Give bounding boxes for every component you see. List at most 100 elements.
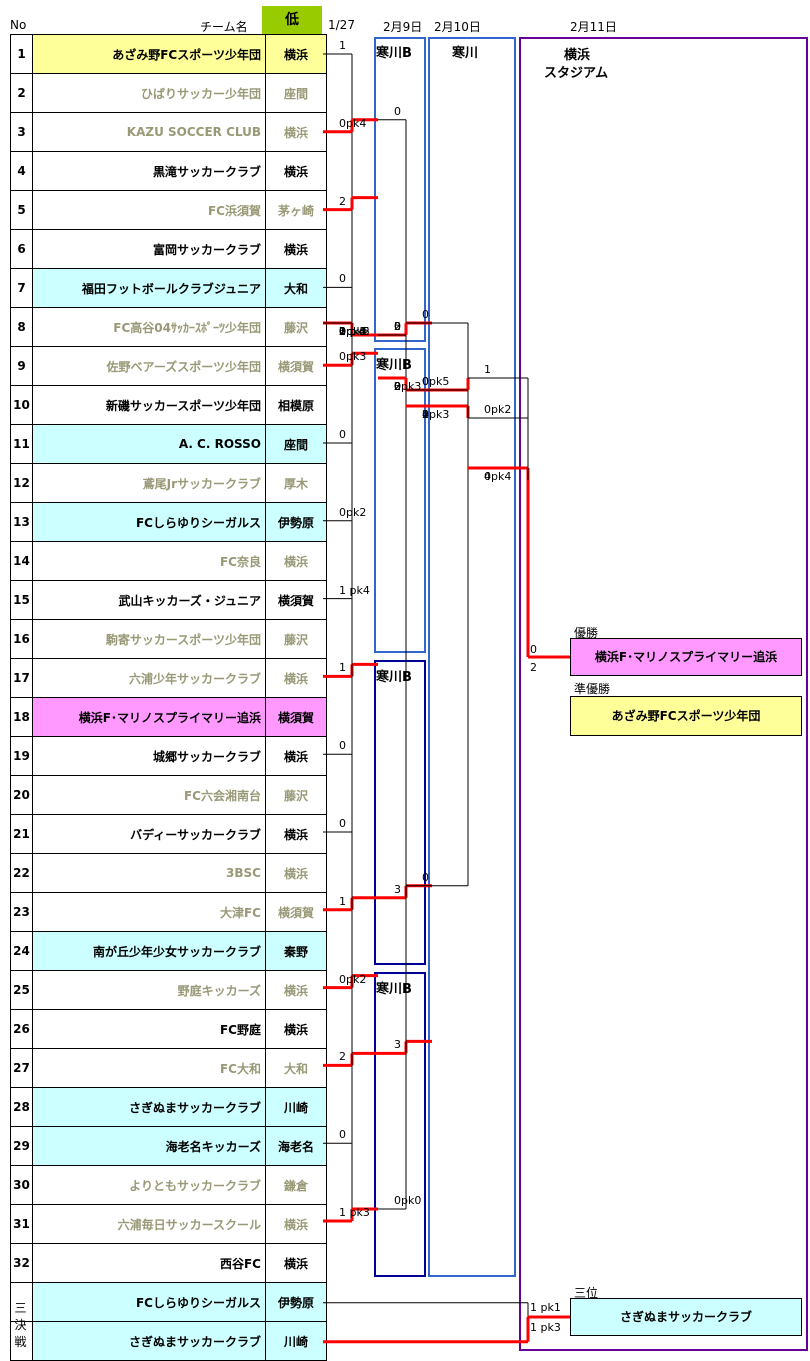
third-place-side-label: 三 決 戦 — [10, 1300, 31, 1351]
team-region: 横浜 — [265, 1243, 327, 1283]
score-label: 0 — [339, 739, 346, 753]
team-no: 27 — [10, 1048, 33, 1088]
team-name: 城郷サッカークラブ — [32, 736, 266, 776]
header-date-210: 2月10日 — [434, 20, 481, 34]
final-score: 0 — [530, 643, 537, 656]
score-label: 0 — [339, 325, 346, 338]
venue-label-sf: 寒川 — [452, 46, 479, 61]
team-no: 14 — [10, 541, 33, 581]
score-label: 2 — [394, 380, 401, 393]
venue-label-b3: 寒川B — [376, 670, 412, 685]
team-region: 川崎 — [265, 1321, 327, 1361]
score-label: 0 — [394, 320, 401, 333]
score-label: 3 — [339, 325, 346, 338]
score-label: 3 — [339, 325, 346, 338]
score-label: 0 — [422, 308, 429, 321]
score-label: 0pk4 — [484, 470, 512, 483]
team-region: 藤沢 — [265, 775, 327, 815]
table-row: さぎぬまサッカークラブ川崎 — [10, 1321, 327, 1361]
team-name: ひばりサッカー少年団 — [32, 73, 266, 113]
team-name: 佐野ベアーズスポーツ少年団 — [32, 346, 266, 386]
score-label: 0 — [394, 380, 401, 393]
venue-box-b1 — [374, 37, 426, 342]
score-label: 1 — [339, 661, 346, 675]
team-region: 横浜 — [265, 1204, 327, 1244]
score-label: 4 — [422, 408, 429, 421]
score-label: 0 — [339, 325, 346, 338]
team-region: 横浜 — [265, 736, 327, 776]
team-region: 横浜 — [265, 814, 327, 854]
venue-box-b4 — [374, 972, 426, 1277]
team-name: 黒滝サッカークラブ — [32, 151, 266, 191]
team-name: FCしらゆりシーガルス — [32, 1282, 266, 1322]
header-no: No — [10, 18, 27, 32]
venue-label-final-2: スタジアム — [544, 66, 609, 81]
header-date-127: 1/27 — [328, 18, 355, 32]
score-label: 0pk4 — [339, 325, 367, 338]
score-label: 0pk3 — [394, 380, 422, 393]
team-name: 駒寄サッカースポーツ少年団 — [32, 619, 266, 659]
score-label: 1 — [484, 363, 491, 376]
team-region: 大和 — [265, 1048, 327, 1088]
score-label: 5 — [394, 320, 401, 333]
score-label: 0 — [339, 428, 346, 441]
score-label: 0 — [422, 870, 429, 884]
score-label: 1 pk3 — [339, 1206, 370, 1219]
side-char: 三 — [14, 1301, 27, 1315]
score-label: 1 — [339, 325, 346, 338]
team-name: 3BSC — [32, 853, 266, 893]
score-label: 1 pk4 — [339, 583, 370, 597]
team-region: 横浜 — [265, 853, 327, 893]
score-label: 0pk3 — [422, 408, 450, 421]
team-name: さぎぬまサッカークラブ — [32, 1321, 266, 1361]
team-region: 横須賀 — [265, 697, 327, 737]
score-label: 1 — [339, 894, 346, 908]
team-name: 富岡サッカークラブ — [32, 229, 266, 269]
score-label: 0 — [339, 272, 346, 286]
team-name: 鳶尾Jrサッカークラブ — [32, 463, 266, 503]
team-region: 横浜 — [265, 970, 327, 1010]
venue-box-final — [519, 37, 808, 1351]
team-name: 六浦少年サッカークラブ — [32, 658, 266, 698]
team-region: 大和 — [265, 268, 327, 308]
team-name: 横浜F･マリノスプライマリー追浜 — [32, 697, 266, 737]
table-row: FCしらゆりシーガルス伊勢原 — [10, 1282, 327, 1322]
header-team-name: チーム名 — [200, 20, 248, 34]
score-label: 0pk1 — [339, 325, 367, 338]
third-box: さぎぬまサッカークラブ — [570, 1298, 802, 1336]
score-label: 3 — [394, 1038, 401, 1052]
score-label: 2 — [339, 1050, 346, 1064]
team-region: 横浜 — [265, 229, 327, 269]
score-label: 0 — [422, 375, 429, 388]
score-label: 0 — [394, 104, 401, 118]
score-label: 1 pk5 — [339, 325, 370, 338]
score-label: 0 — [339, 817, 346, 830]
score-label: 3 — [394, 380, 401, 393]
header-low-badge: 低 — [262, 6, 322, 34]
team-region: 伊勢原 — [265, 1282, 327, 1322]
score-label: 2 — [339, 325, 346, 338]
team-region: 相模原 — [265, 385, 327, 425]
team-name: さぎぬまサッカークラブ — [32, 1087, 266, 1127]
team-region: 藤沢 — [265, 307, 327, 347]
final-score: 2 — [530, 661, 537, 674]
score-label: 2 — [422, 408, 429, 421]
team-name: バディーサッカークラブ — [32, 814, 266, 854]
score-label: 3 — [394, 882, 401, 896]
score-label: 0 — [339, 325, 346, 338]
venue-label-final-1: 横浜 — [564, 48, 591, 63]
score-label: 0 — [339, 325, 346, 338]
score-label: 1 — [339, 39, 346, 52]
team-no: 17 — [10, 658, 33, 698]
